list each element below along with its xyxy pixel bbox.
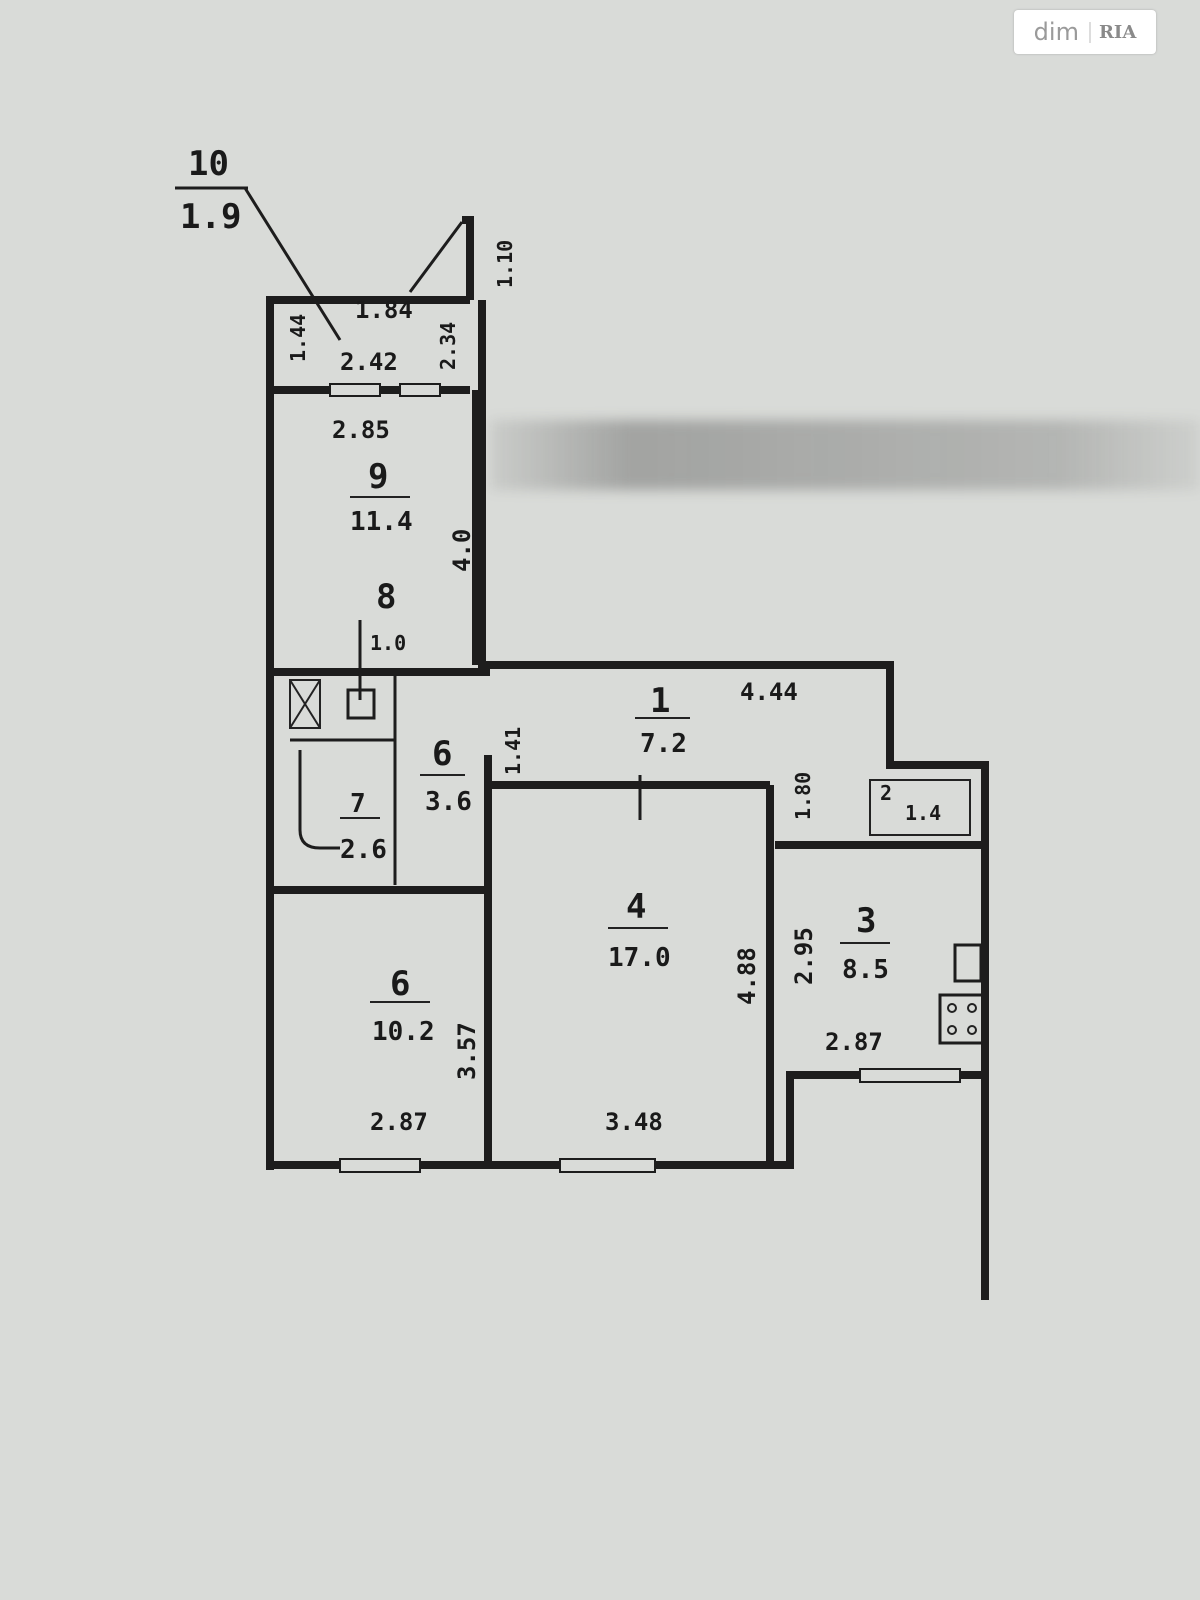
window-room6b	[339, 1158, 421, 1173]
balcony-door-swing	[408, 221, 464, 293]
room9-area: 11.4	[350, 507, 413, 537]
room8-number: 8	[376, 577, 396, 617]
dim-balcony-bottom: 2.42	[340, 348, 398, 376]
dim-kitchen-length: 2.95	[790, 927, 818, 985]
dim-corridor-length: 1.80	[791, 772, 815, 820]
dim-hall-width: 1.41	[501, 727, 525, 775]
room9-number: 9	[368, 457, 388, 497]
sink-fixture	[953, 943, 983, 983]
room4-area: 17.0	[608, 943, 671, 973]
dim-room6b-length: 3.57	[453, 1022, 481, 1080]
dim-balcony-right: 2.34	[436, 322, 460, 370]
room2-area: 1.4	[905, 801, 941, 825]
stove-fixture	[938, 993, 986, 1045]
watermark-ria: RIA	[1088, 21, 1136, 43]
room6b-number: 6	[390, 964, 410, 1004]
room7-area: 2.6	[340, 835, 387, 865]
room2-number: 2	[880, 781, 892, 805]
room8-area: 1.0	[370, 631, 406, 655]
room6b-area: 10.2	[372, 1017, 435, 1047]
stove-burner-2	[967, 1003, 977, 1013]
room10-number: 10	[188, 144, 229, 184]
balcony-window	[329, 383, 381, 397]
window-room4	[559, 1158, 656, 1173]
dim-balcony-outer: 1.10	[493, 240, 517, 288]
dim-room9-length: 4.0	[448, 529, 476, 572]
dim-room4-width: 3.48	[605, 1108, 663, 1136]
cabinet-room2	[869, 779, 971, 836]
room4-number: 4	[626, 887, 646, 927]
dim-room6b-width: 2.87	[370, 1108, 428, 1136]
dim-room9-width: 2.85	[332, 416, 390, 444]
room3-number: 3	[856, 901, 876, 941]
bathtub-fixture	[298, 750, 340, 850]
room3-area: 8.5	[842, 955, 889, 985]
balcony-door	[399, 383, 441, 397]
room1-area: 7.2	[640, 729, 687, 759]
dim-balcony-left: 1.44	[286, 314, 310, 362]
dim-room4-length: 4.88	[733, 947, 761, 1005]
dim-balcony-top: 1.84	[355, 296, 413, 324]
stove-burner-4	[967, 1025, 977, 1035]
outer-wall-west	[266, 296, 470, 1170]
outer-wall-north-east	[478, 300, 989, 1300]
stove-burner-1	[947, 1003, 957, 1013]
leader-line-room10	[243, 187, 342, 341]
hatched-duct	[289, 679, 321, 729]
dim-hall-length: 4.44	[740, 678, 798, 706]
room1-number: 1	[650, 681, 670, 721]
stove-burner-3	[947, 1025, 957, 1035]
dim-kitchen-width: 2.87	[825, 1028, 883, 1056]
watermark-logo: dim RIA	[1014, 10, 1156, 54]
room7-number: 7	[350, 789, 366, 819]
duct-hatch-2	[289, 679, 321, 729]
room10-area: 1.9	[180, 197, 241, 237]
room6-number: 6	[432, 734, 452, 774]
window-kitchen	[859, 1068, 961, 1083]
room6-area: 3.6	[425, 787, 472, 817]
toner-smudge	[490, 420, 1200, 490]
balcony-east-post	[462, 216, 474, 300]
watermark-dim: dim	[1033, 18, 1079, 46]
